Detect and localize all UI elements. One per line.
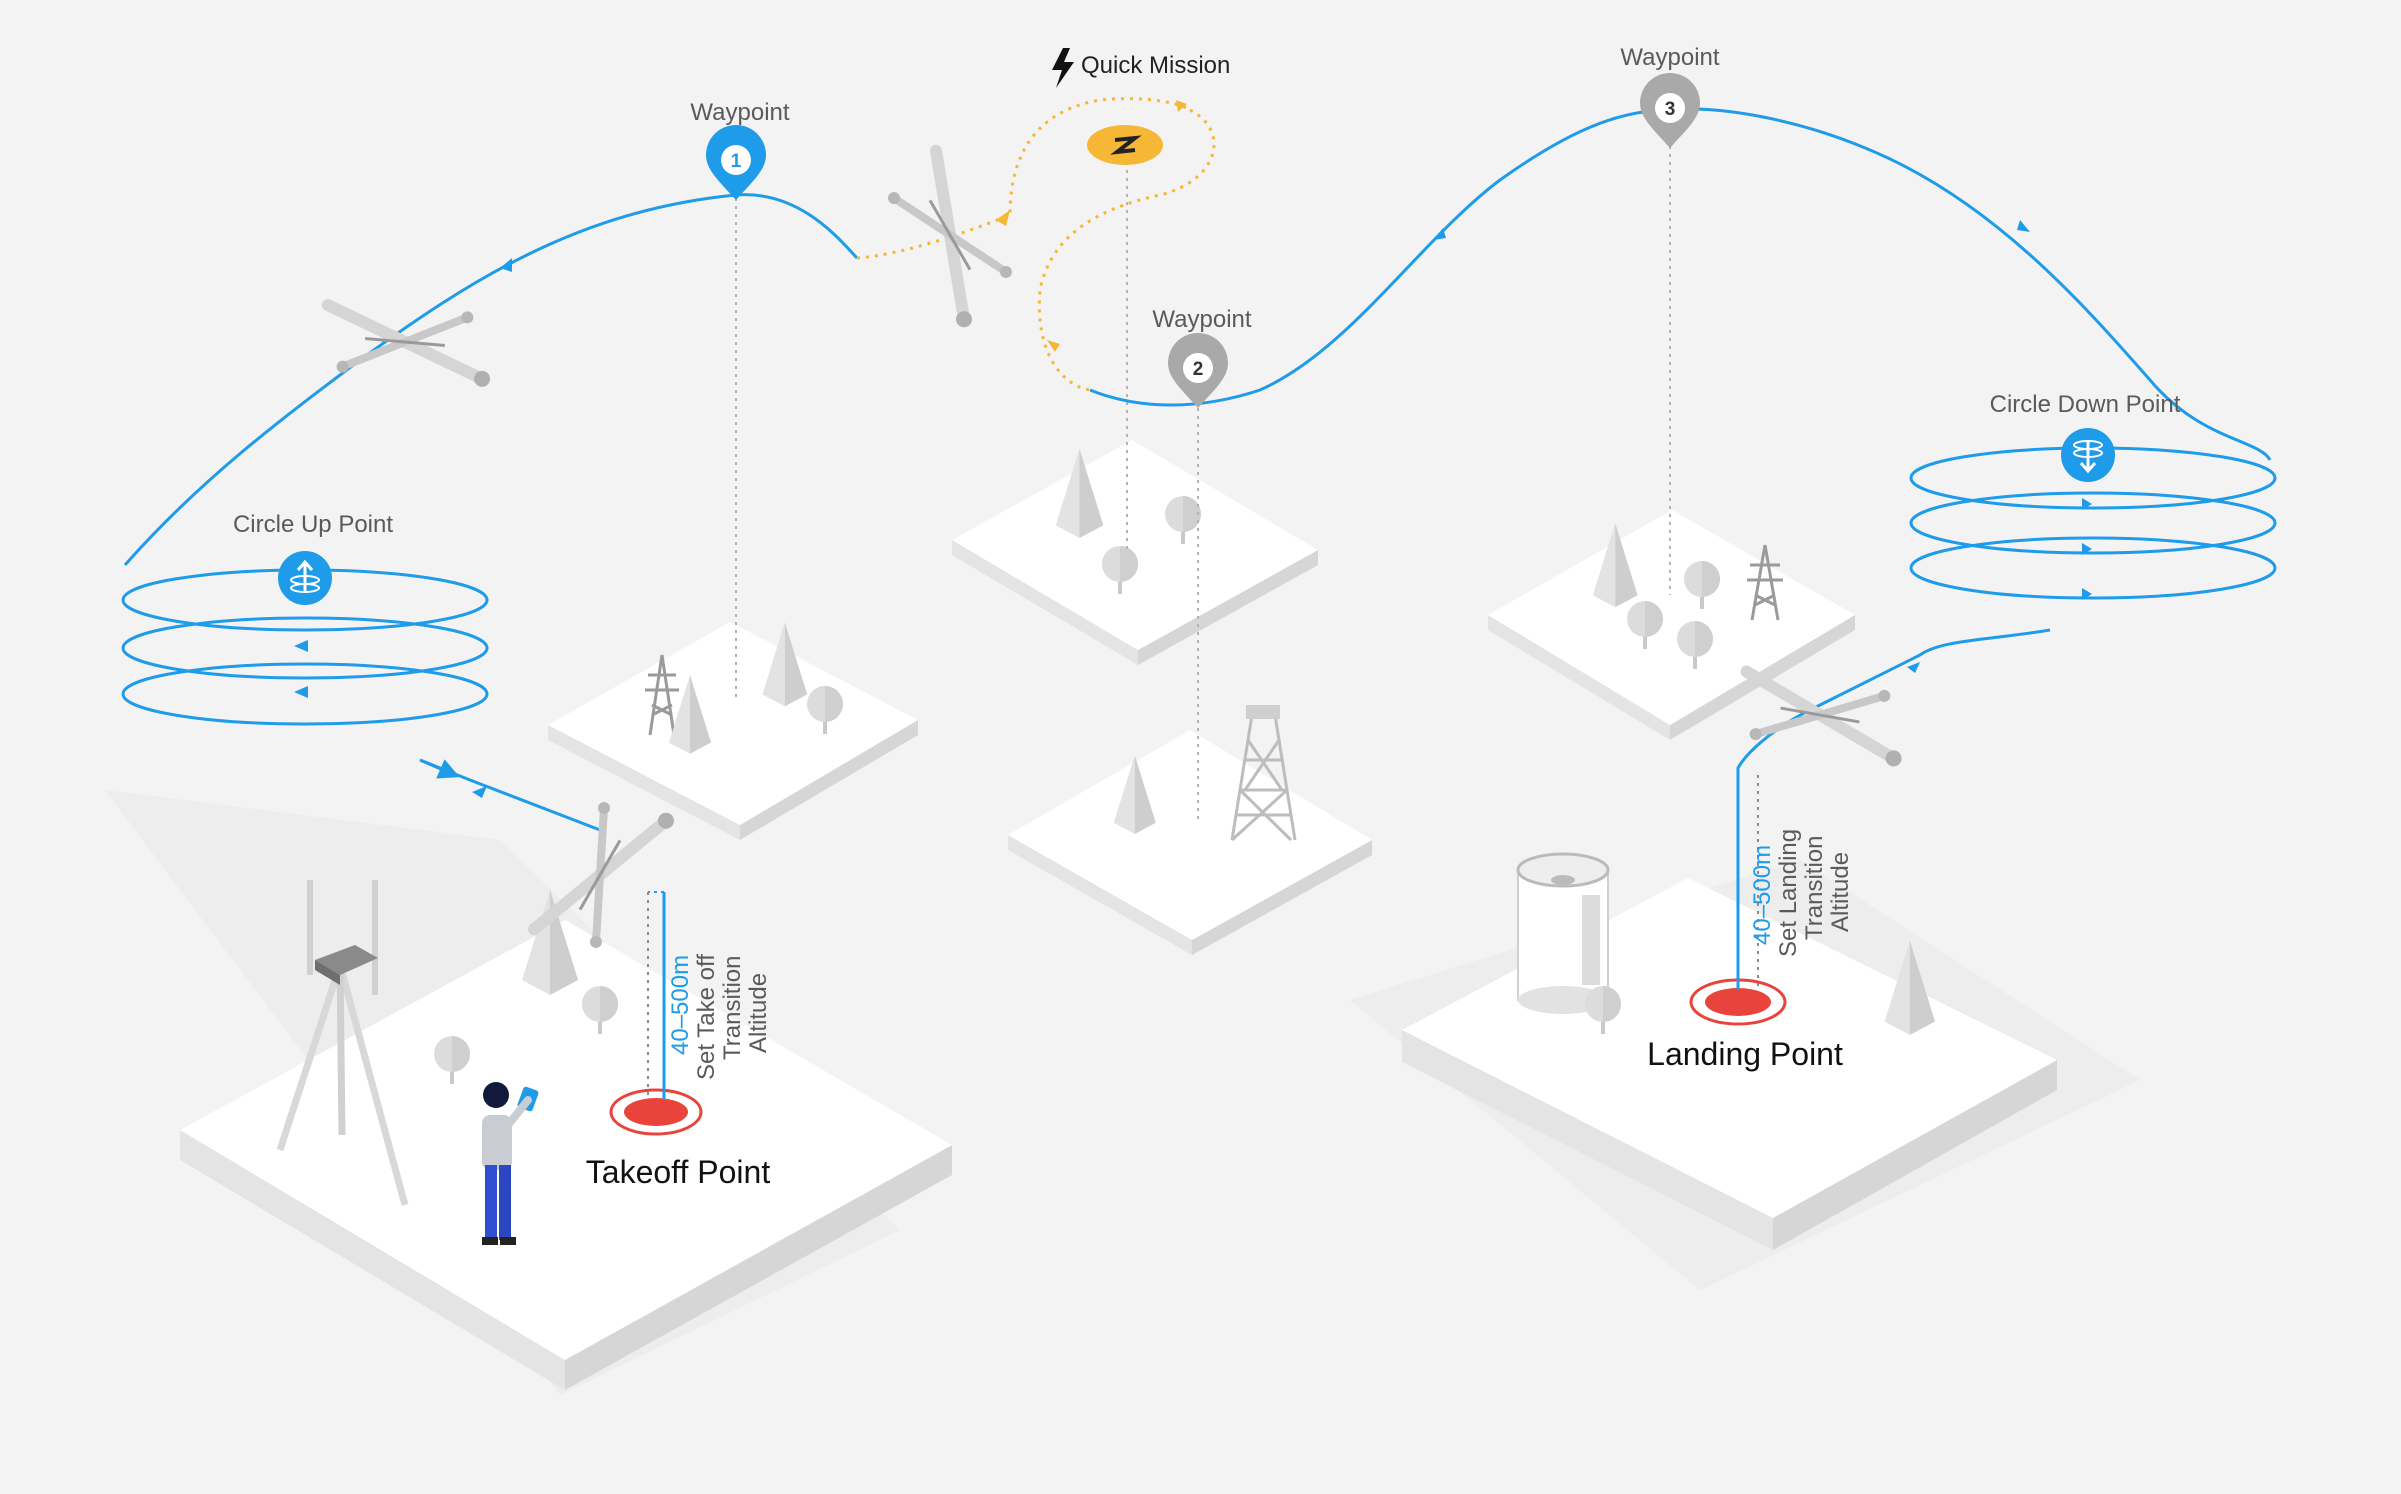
quick-mission-label-group: Quick Mission	[1052, 48, 1230, 88]
pin-number-1: 1	[731, 151, 742, 172]
operator-person	[482, 1082, 539, 1245]
altitude-guides	[735, 138, 1671, 820]
takeoff-point-label: Takeoff Point	[586, 1154, 771, 1190]
water-tank	[1516, 852, 1610, 1014]
waypoint-2-label: Waypoint	[1152, 306, 1251, 333]
circle-up-label: Circle Up Point	[233, 511, 393, 538]
waypoint-pin-3: 3	[1640, 73, 1700, 148]
waypoint-3-label: Waypoint	[1620, 44, 1719, 71]
landing-range: 40–500m	[1749, 845, 1776, 945]
scenery	[276, 448, 1936, 1245]
lightning-icon	[1052, 48, 1074, 88]
circle-up-icon	[278, 551, 332, 605]
quick-mission-label: Quick Mission	[1081, 52, 1230, 79]
platform-wp2-upper	[952, 440, 1318, 665]
landing-alt-line2: Transition	[1801, 836, 1828, 940]
quick-mission-arrows	[996, 100, 1187, 352]
landing-point-label: Landing Point	[1647, 1036, 1843, 1072]
landing-alt-line3: Altitude	[1827, 852, 1854, 932]
platform-middle-lower	[1008, 730, 1372, 955]
lattice-tower	[1230, 705, 1297, 842]
pin-number-3: 3	[1665, 99, 1676, 120]
takeoff-alt-line2: Transition	[719, 956, 746, 1060]
takeoff-alt-line3: Altitude	[745, 973, 772, 1053]
platform-wp1	[548, 622, 918, 840]
labels: Waypoint Waypoint Waypoint Quick Mission…	[233, 44, 2181, 1190]
takeoff-range: 40–500m	[667, 955, 694, 1055]
direction-arrows	[294, 220, 2092, 798]
landing-altitude-text: 40–500m Set Landing Transition Altitude	[1749, 829, 1854, 957]
circle-down-label: Circle Down Point	[1990, 391, 2181, 418]
power-tower-1	[645, 654, 679, 736]
waypoint-1-label: Waypoint	[690, 99, 789, 126]
takeoff-target	[609, 1088, 703, 1136]
waypoint-pin-2: 2	[1168, 333, 1228, 408]
antenna-tripod	[276, 880, 409, 1206]
waypoint-pin-1: 1	[706, 125, 766, 200]
takeoff-alt-line1: Set Take off	[693, 954, 720, 1080]
landing-platform	[1350, 860, 2140, 1290]
landing-alt-line1: Set Landing	[1775, 829, 1802, 957]
circle-down-icon	[2061, 428, 2115, 482]
pin-number-2: 2	[1193, 359, 1204, 380]
platforms	[105, 440, 2140, 1395]
lightning-icon	[1110, 135, 1142, 155]
quick-mission-badge	[1087, 125, 1163, 165]
quick-mission-path	[856, 97, 1216, 392]
power-tower-3	[1747, 544, 1783, 621]
takeoff-altitude-text: 40–500m Set Take off Transition Altitude	[667, 954, 772, 1080]
